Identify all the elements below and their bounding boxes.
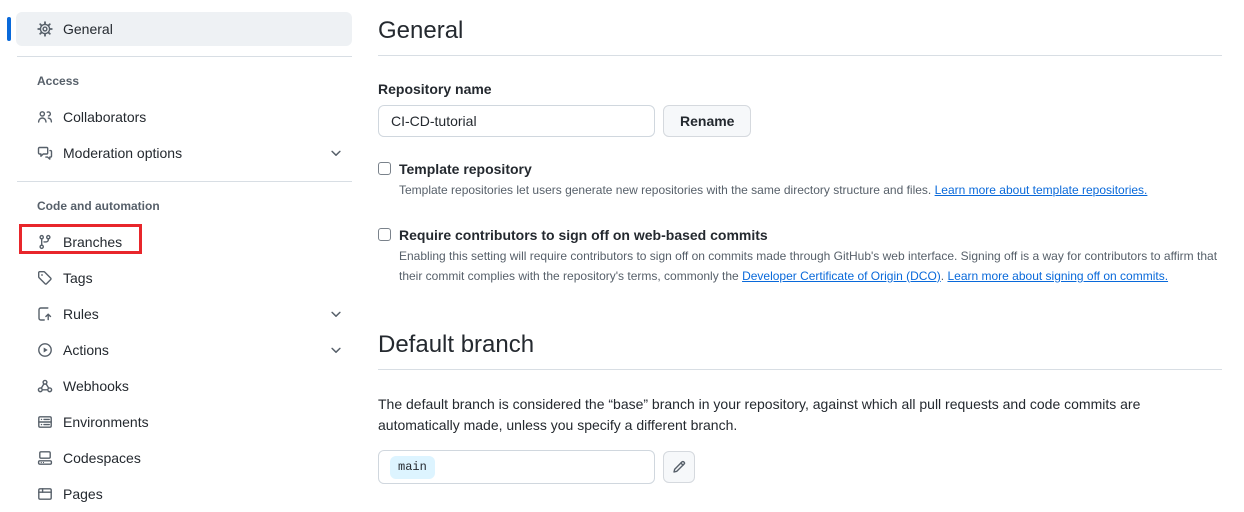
sidebar-item-codespaces[interactable]: Codespaces	[16, 440, 352, 476]
git-branch-icon	[37, 234, 53, 250]
webhook-icon	[37, 378, 53, 394]
comment-discussion-icon	[37, 145, 53, 161]
sidebar-section-access: Access	[37, 74, 80, 88]
sidebar-item-actions[interactable]: Actions	[16, 332, 352, 368]
sidebar-item-label: Collaborators	[63, 109, 147, 125]
rename-button[interactable]: Rename	[663, 105, 752, 137]
sidebar-item-label: Rules	[63, 306, 99, 322]
codespaces-icon	[37, 450, 53, 466]
sidebar-item-label: Tags	[63, 270, 93, 286]
sidebar-item-label: General	[63, 21, 113, 37]
template-repository-description: Template repositories let users generate…	[399, 181, 1147, 201]
description-text: Enabling this setting will require contr…	[399, 248, 1218, 283]
chevron-down-icon	[328, 145, 344, 161]
chevron-down-icon	[328, 306, 344, 322]
gear-icon	[37, 21, 53, 37]
sidebar-item-environments[interactable]: Environments	[16, 404, 352, 440]
sidebar-item-pages[interactable]: Pages	[16, 476, 352, 512]
browser-icon	[37, 486, 53, 502]
description-text: Template repositories let users generate…	[399, 183, 932, 197]
sidebar-divider	[17, 181, 352, 182]
require-signoff-description: Enabling this setting will require contr…	[399, 247, 1222, 287]
sidebar-item-collaborators[interactable]: Collaborators	[16, 99, 352, 135]
people-icon	[37, 109, 53, 125]
branch-name-badge: main	[390, 456, 435, 479]
page-title-default-branch: Default branch	[378, 314, 1222, 371]
require-signoff-label: Require contributors to sign off on web-…	[399, 226, 768, 243]
server-icon	[37, 414, 53, 430]
sidebar-item-label: Codespaces	[63, 450, 141, 466]
template-repository-checkbox[interactable]	[378, 162, 391, 175]
active-item-indicator	[7, 17, 11, 41]
repository-name-input[interactable]	[378, 105, 655, 137]
settings-main-content: General Repository name Rename Template …	[362, 0, 1244, 498]
sidebar-item-rules[interactable]: Rules	[16, 296, 352, 332]
settings-sidebar: General Access Collaborators	[0, 0, 362, 502]
require-signoff-checkbox[interactable]	[378, 227, 391, 241]
signoff-commits-link[interactable]: Learn more about signing off on commits.	[947, 268, 1169, 283]
description-text: .	[940, 268, 948, 283]
default-branch-input[interactable]: main	[378, 450, 655, 485]
rules-icon	[37, 306, 53, 322]
pencil-icon	[671, 459, 687, 475]
sidebar-item-label: Branches	[63, 234, 123, 250]
sidebar-section-code-and-automation: Code and automation	[37, 199, 160, 213]
edit-default-branch-button[interactable]	[663, 451, 695, 484]
sidebar-item-moderation-options[interactable]: Moderation options	[16, 135, 352, 171]
dco-link[interactable]: Developer Certificate of Origin (DCO)	[742, 268, 941, 283]
sidebar-item-branches[interactable]: Branches	[16, 224, 352, 260]
sidebar-item-tags[interactable]: Tags	[16, 260, 352, 296]
sidebar-item-label: Environments	[63, 414, 149, 430]
sidebar-item-webhooks[interactable]: Webhooks	[16, 368, 352, 404]
chevron-down-icon	[328, 342, 344, 358]
template-repositories-link[interactable]: Learn more about template repositories.	[934, 183, 1148, 197]
sidebar-item-label: Actions	[63, 342, 109, 358]
template-repository-label: Template repository	[399, 161, 532, 177]
default-branch-description: The default branch is considered the “ba…	[378, 396, 1141, 434]
sidebar-item-label: Webhooks	[63, 378, 129, 394]
sidebar-item-general[interactable]: General	[7, 12, 352, 46]
tag-icon	[37, 270, 53, 286]
play-circle-icon	[37, 342, 53, 358]
sidebar-item-label: Pages	[63, 486, 103, 502]
page-title-general: General	[378, 0, 1222, 56]
repository-name-label: Repository name	[378, 81, 492, 97]
sidebar-item-label: Moderation options	[63, 145, 183, 161]
sidebar-divider	[17, 56, 352, 57]
